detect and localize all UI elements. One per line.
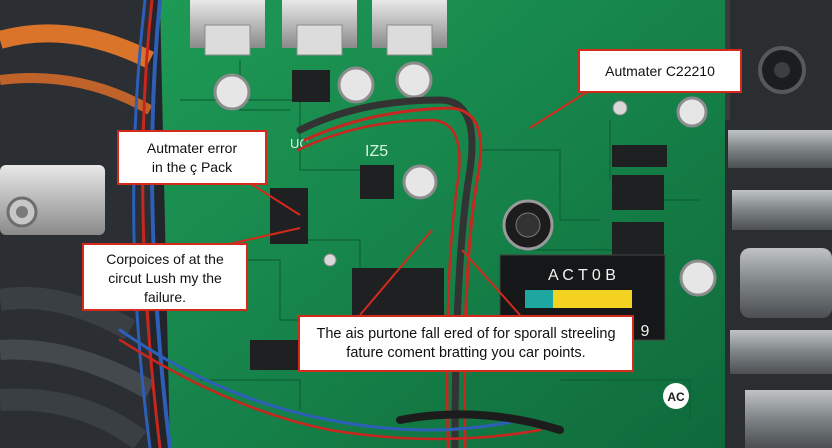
ic-digit: 9 xyxy=(641,323,650,340)
callout-lower-left-line2: circut Lush my the xyxy=(108,270,222,286)
callout-bottom-center-line2: fature coment bratting you car points. xyxy=(346,345,586,361)
ic-yellow-stripe xyxy=(550,290,632,308)
callout-bottom-center: The ais purtone fall ered of for sporall… xyxy=(298,315,634,372)
callout-upper-left: Autmater error in the ç Pack xyxy=(117,130,267,185)
orange-hose xyxy=(0,24,155,69)
callout-bottom-center-line1: The ais purtone fall ered of for sporall… xyxy=(316,326,616,342)
callout-top-right-text: Autmater C22210 xyxy=(605,63,715,79)
callout-upper-left-line2: in the ç Pack xyxy=(151,159,233,175)
callout-lower-left: Corpoices of at the circut Lush my the f… xyxy=(82,243,248,311)
top-connectors xyxy=(190,0,447,56)
callout-upper-left-line1: Autmater error xyxy=(146,140,238,156)
right-machinery xyxy=(725,0,832,448)
callout-lower-left-line3: failure. xyxy=(143,289,187,305)
capacitors xyxy=(193,61,717,297)
pointer-lines xyxy=(224,89,591,316)
silk-number: IZ5 xyxy=(365,143,388,160)
callout-lower-left-line1: Corpoices of at the xyxy=(106,251,224,267)
callout-top-right: Autmater C22210 xyxy=(578,49,742,93)
ic-label: A C T 0 B xyxy=(548,267,616,284)
corner-logo: AC xyxy=(667,390,685,404)
left-machinery xyxy=(0,0,155,448)
corner-logo-badge xyxy=(663,383,689,409)
